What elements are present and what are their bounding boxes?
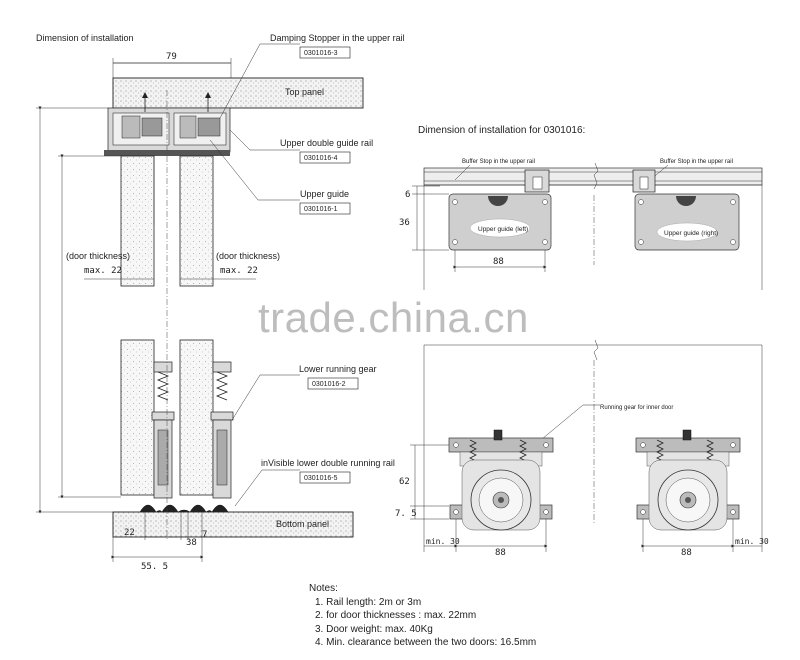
screw-head-right: [205, 92, 211, 98]
leader-damping-stopper: [219, 43, 300, 119]
bottom-panel-label: Bottom panel: [276, 519, 329, 529]
door-right-lower: [179, 339, 214, 496]
upper-rail-strip: [423, 167, 763, 186]
dim-min30-left: min. 30: [426, 537, 460, 546]
buffer-stop-window-right: [639, 176, 649, 190]
buffer-stop-left-label: Buffer Stop in the upper rail: [462, 159, 535, 165]
damping-stopper-left: [141, 117, 163, 137]
lower-running-gear-right: [210, 361, 234, 499]
lower-running-gear-code-box: [307, 377, 359, 390]
notes-heading: Notes:: [309, 583, 338, 594]
dim-88-top: 88: [493, 257, 504, 267]
dim-min30-right: min. 30: [735, 537, 769, 546]
running-gear-left: [448, 429, 554, 531]
damping-stopper-code-box: [299, 46, 351, 59]
bottom-panel: [112, 511, 354, 538]
leader-lower-running-gear: [231, 374, 300, 421]
upper-double-guide-rail-code-box: [299, 151, 351, 164]
upper-guide-right: Upper guide (right): [634, 193, 740, 251]
dim-7: 7: [202, 530, 207, 540]
door-left-lower: [120, 339, 155, 496]
door-thickness-left-label: (door thickness): [66, 251, 130, 261]
left-diagram-title: Dimension of installation: [36, 33, 134, 43]
lower-double-running-rail: [139, 504, 229, 513]
break-mark-top: [593, 162, 599, 190]
leader-lower-double-running-rail: [234, 469, 300, 507]
lower-running-gear-label: Lower running gear: [299, 364, 377, 374]
door-right-upper: [179, 155, 214, 287]
top-panel-label: Top panel: [285, 87, 324, 97]
dim-88-left: 88: [495, 548, 506, 558]
right-top-section: Dimension of installation for 0301016: B…: [399, 125, 763, 290]
dim-6: 6: [405, 190, 410, 200]
note-item: 2. for door thicknesses : max. 22mm: [315, 610, 477, 621]
dim-88-right: 88: [681, 548, 692, 558]
note-item: 1. Rail length: 2m or 3m: [315, 596, 422, 608]
upper-guide-right-label: Upper guide (right): [664, 230, 718, 237]
lower-double-running-rail-label: inVisible lower double running rail: [261, 458, 395, 468]
leader-upper-guide: [209, 139, 300, 201]
upper-guide-left: Upper guide (left): [448, 193, 552, 251]
running-gear-right: [635, 429, 741, 531]
buffer-stop-right-label: Buffer Stop in the upper rail: [660, 159, 733, 165]
break-mark-bottom: [593, 339, 599, 361]
upper-double-guide-rail-label: Upper double guide rail: [280, 138, 373, 148]
dim-22: 22: [124, 528, 135, 538]
top-panel: [112, 77, 364, 109]
leader-upper-double-guide-rail: [229, 129, 300, 151]
damping-stopper-code: 0301016-3: [304, 50, 338, 57]
dim-36: 36: [399, 218, 410, 228]
note-item: 3. Door weight: max. 40Kg: [315, 623, 433, 635]
damping-stopper-right: [197, 117, 221, 137]
upper-guide-code: 0301016-1: [304, 206, 338, 213]
note-item: 4. Min. clearance between the two doors:…: [315, 637, 537, 648]
door-left-upper: [120, 155, 155, 287]
left-installation-section: Dimension of installation 79 Top panel: [36, 33, 405, 572]
running-gear-label: Running gear for inner door: [600, 405, 673, 411]
buffer-stop-window-left: [532, 176, 543, 190]
right-top-title: Dimension of installation for 0301016:: [418, 125, 585, 136]
door-thickness-right-label: (door thickness): [216, 251, 280, 261]
dim-7-5: 7. 5: [395, 509, 417, 519]
dim-38: 38: [186, 538, 197, 548]
upper-guide-left-label: Upper guide (left): [478, 226, 528, 233]
notes-block: Notes: 1. Rail length: 2m or 3m 2. for d…: [309, 582, 536, 650]
upper-guide-block-right: [179, 115, 197, 139]
dim-max22-left: max. 22: [84, 266, 122, 276]
leader-running-gear: [535, 404, 600, 445]
dim-max22-right: max. 22: [220, 266, 258, 276]
right-bottom-section: Running gear for inner door: [395, 339, 769, 558]
upper-double-guide-rail-code: 0301016-4: [304, 155, 338, 162]
screw-head-left: [142, 92, 148, 98]
lower-running-gear-left: [151, 361, 175, 499]
upper-guide-label: Upper guide: [300, 189, 349, 199]
dim-79: 79: [166, 52, 177, 62]
upper-guide-code-box: [299, 202, 351, 215]
damping-stopper-label: Damping Stopper in the upper rail: [270, 33, 405, 43]
watermark: trade.china.cn: [258, 294, 529, 341]
leader-buffer-left: [454, 164, 471, 181]
dim-62: 62: [399, 477, 410, 487]
lower-running-gear-code: 0301016-2: [312, 381, 346, 388]
lower-double-running-rail-code-box: [299, 471, 351, 484]
dim-55-5: 55. 5: [141, 562, 168, 572]
lower-double-running-rail-code: 0301016-5: [304, 475, 338, 482]
upper-guide-block-left: [121, 115, 141, 139]
